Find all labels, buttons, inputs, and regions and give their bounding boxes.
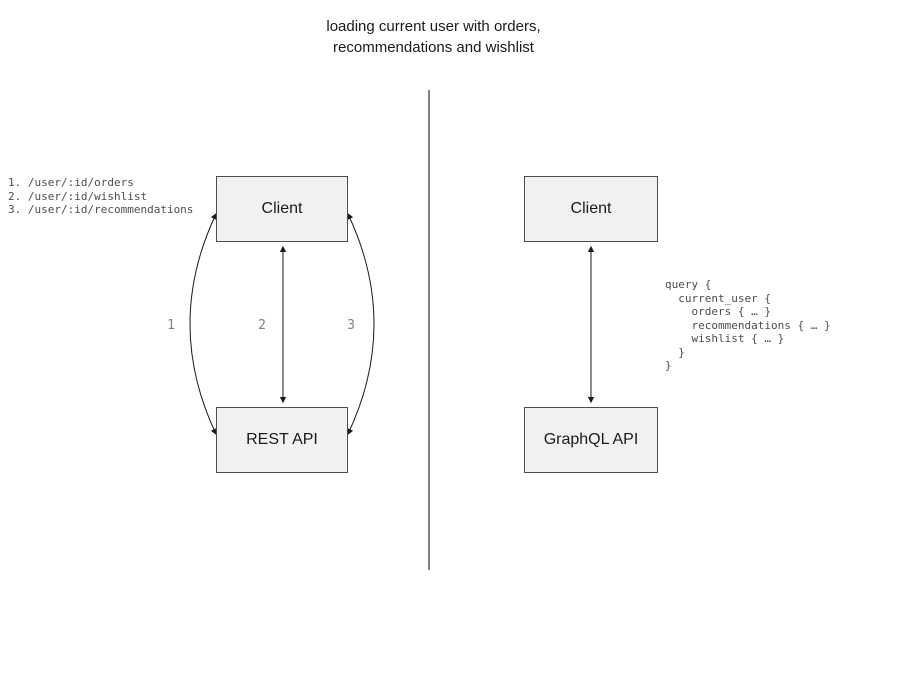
graphql-api-box: GraphQL API	[524, 407, 658, 473]
rest-client-label: Client	[261, 200, 303, 217]
graphql-query-code: query { current_user { orders { … } reco…	[665, 278, 831, 372]
arrow-label-1: 1	[167, 318, 175, 333]
rest-endpoints-list: 1. /user/:id/orders 2. /user/:id/wishlis…	[8, 176, 194, 216]
title-line-2: recommendations and wishlist	[333, 39, 534, 56]
arrow-label-2: 2	[258, 318, 266, 333]
rest-api-box: REST API	[216, 407, 348, 473]
title-line-1: loading current user with orders,	[326, 18, 541, 35]
rest-arrow-1-orders	[189, 212, 217, 436]
arrow-label-3: 3	[347, 318, 355, 333]
rest-arrow-3-recommendations	[347, 212, 375, 436]
diagram-title: loading current user with orders, recomm…	[0, 16, 867, 58]
rest-api-label: REST API	[246, 431, 318, 448]
graphql-api-label: GraphQL API	[543, 431, 639, 448]
graphql-client-box: Client	[524, 176, 658, 242]
rest-client-box: Client	[216, 176, 348, 242]
graphql-client-label: Client	[570, 200, 612, 217]
